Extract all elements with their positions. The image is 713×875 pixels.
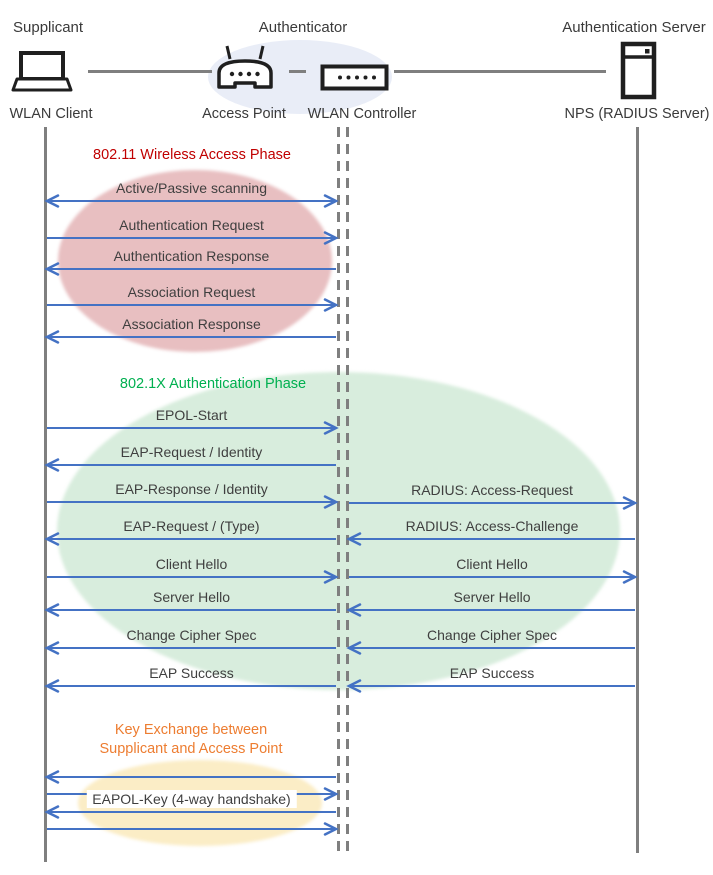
message-label: Client Hello (456, 556, 528, 572)
message-label: EAP-Request / (Type) (123, 518, 260, 534)
server-icon (620, 41, 657, 100)
message-label: EAP-Request / Identity (120, 444, 263, 460)
phase-title-8021x: 802.1X Authentication Phase (119, 376, 307, 392)
actor-role-supplicant: Supplicant (13, 19, 84, 36)
lifeline-supplicant (44, 127, 47, 862)
connector-line (289, 70, 306, 73)
phase-title-line: Key Exchange between (114, 722, 268, 738)
message-label: Client Hello (155, 556, 228, 572)
message-label: EAP Success (449, 665, 535, 681)
laptop-icon (11, 51, 73, 92)
actor-role-authenticator: Authenticator (258, 19, 348, 36)
message-label: Association Request (127, 284, 256, 300)
message-label: Active/Passive scanning (116, 180, 267, 196)
connector-line (394, 70, 606, 73)
device-label-nps-radius: NPS (RADIUS Server) (564, 106, 710, 122)
message-label: Server Hello (453, 589, 531, 605)
wlan-controller-icon (320, 64, 389, 91)
phase-title-line: Supplicant and Access Point (99, 741, 283, 757)
message-label: Change Cipher Spec (427, 627, 557, 643)
message-label: RADIUS: Access-Challenge (405, 518, 579, 534)
phase-title-key-exchange: Key Exchange between Supplicant and Acce… (100, 721, 283, 759)
message-label: Server Hello (152, 589, 231, 605)
lifeline-authentication-server (636, 127, 639, 853)
device-label-access-point: Access Point (202, 106, 286, 122)
message-label: Authentication Request (119, 217, 264, 233)
device-label-wlan-controller: WLAN Controller (307, 106, 417, 122)
device-label-wlan-client: WLAN Client (9, 106, 93, 122)
lifeline-wlan-controller-dashed-2 (346, 127, 349, 857)
message-label: EPOL-Start (155, 407, 228, 423)
message-label: Authentication Response (113, 248, 270, 264)
phase-title-80211: 802.11 Wireless Access Phase (93, 147, 291, 163)
lifeline-wlan-controller-dashed-1 (337, 127, 340, 857)
connector-line (88, 70, 212, 73)
message-label: EAP-Response / Identity (115, 481, 268, 497)
message-label: EAPOL-Key (4-way handshake) (86, 790, 297, 808)
message-label: EAP Success (149, 665, 234, 681)
actor-role-authentication-server: Authentication Server (562, 19, 706, 36)
access-point-icon (217, 45, 273, 89)
message-label: RADIUS: Access-Request (411, 482, 573, 498)
message-label: Change Cipher Spec (126, 627, 257, 643)
message-label: Association Response (122, 316, 261, 332)
